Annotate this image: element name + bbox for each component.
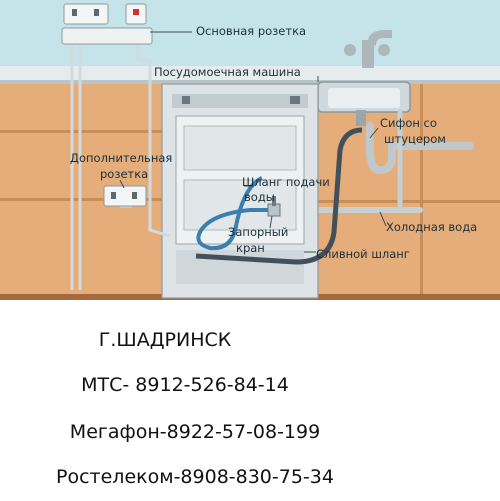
city-name: Г.ШАДРИНСК <box>98 329 232 351</box>
label-siphon-line2: штуцером <box>384 132 446 146</box>
label-extra-socket-line2: розетка <box>100 167 148 181</box>
main-socket-icon <box>61 3 153 45</box>
dishwasher <box>161 83 319 299</box>
label-siphon-line1: Сифон со <box>380 116 437 130</box>
extra-socket-icon <box>103 185 147 207</box>
dishwasher-connection-diagram: Основная розетка Посудомоечная машина До… <box>0 0 500 300</box>
drain-hose <box>195 127 363 265</box>
label-supply-hose-line1: Шланг подачи <box>242 175 330 189</box>
label-cold-water: Холодная вода <box>386 220 477 234</box>
label-shutoff-valve-line1: Запорный <box>228 225 288 239</box>
label-drain-hose: Сливной шланг <box>316 247 410 261</box>
supply-hose <box>196 176 272 251</box>
phone-rostelecom: Ростелеком-8908-830-75-34 <box>56 466 334 488</box>
label-extra-socket-line1: Дополнительная <box>70 151 172 165</box>
phone-mts: МТС- 8912-526-84-14 <box>81 374 289 396</box>
siphon-icon <box>366 122 474 175</box>
label-supply-hose-line2: воды <box>244 190 275 204</box>
faucet-icon <box>344 30 392 68</box>
countertop <box>0 66 500 82</box>
label-dishwasher: Посудомоечная машина <box>154 65 301 79</box>
leader-lines <box>119 31 387 253</box>
phone-megafon: Мегафон-8922-57-08-199 <box>69 421 321 443</box>
label-shutoff-valve-line2: кран <box>236 241 265 255</box>
sink <box>317 81 411 126</box>
label-main-socket: Основная розетка <box>196 24 306 38</box>
cabinet-right <box>318 84 500 298</box>
electrical-cables <box>70 44 171 290</box>
shutoff-valve-icon <box>267 196 281 217</box>
